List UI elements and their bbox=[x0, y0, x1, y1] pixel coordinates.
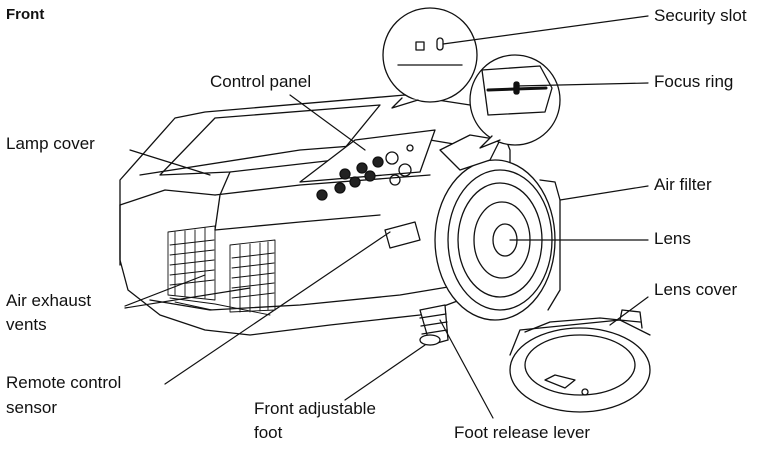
label-air-exhaust-vents-1: Air exhaust bbox=[6, 291, 92, 310]
focus-ring-callout bbox=[469, 54, 561, 149]
label-air-exhaust-vents-2: vents bbox=[6, 315, 47, 334]
label-lens-cover: Lens cover bbox=[654, 280, 738, 299]
label-remote-control-sensor-1: Remote control bbox=[6, 373, 122, 392]
diagram-heading: Front bbox=[6, 6, 45, 23]
label-air-filter: Air filter bbox=[654, 175, 712, 194]
remote-control-sensor-art bbox=[384, 221, 421, 249]
security-slot-callout bbox=[382, 7, 478, 109]
front-adjustable-foot-art bbox=[419, 304, 449, 346]
label-foot-release-lever: Foot release lever bbox=[454, 423, 591, 442]
leader-lines bbox=[124, 15, 649, 419]
label-lamp-cover: Lamp cover bbox=[6, 134, 95, 153]
label-front-adjustable-foot-2: foot bbox=[254, 423, 283, 442]
label-remote-control-sensor-2: sensor bbox=[6, 398, 58, 417]
label-focus-ring: Focus ring bbox=[654, 72, 734, 91]
label-front-adjustable-foot-1: Front adjustable bbox=[254, 399, 376, 418]
lens-cover-art bbox=[509, 309, 651, 413]
label-security-slot: Security slot bbox=[654, 6, 747, 25]
label-control-panel: Control panel bbox=[210, 72, 312, 91]
control-panel-art bbox=[299, 129, 436, 201]
label-lens: Lens bbox=[654, 229, 691, 248]
